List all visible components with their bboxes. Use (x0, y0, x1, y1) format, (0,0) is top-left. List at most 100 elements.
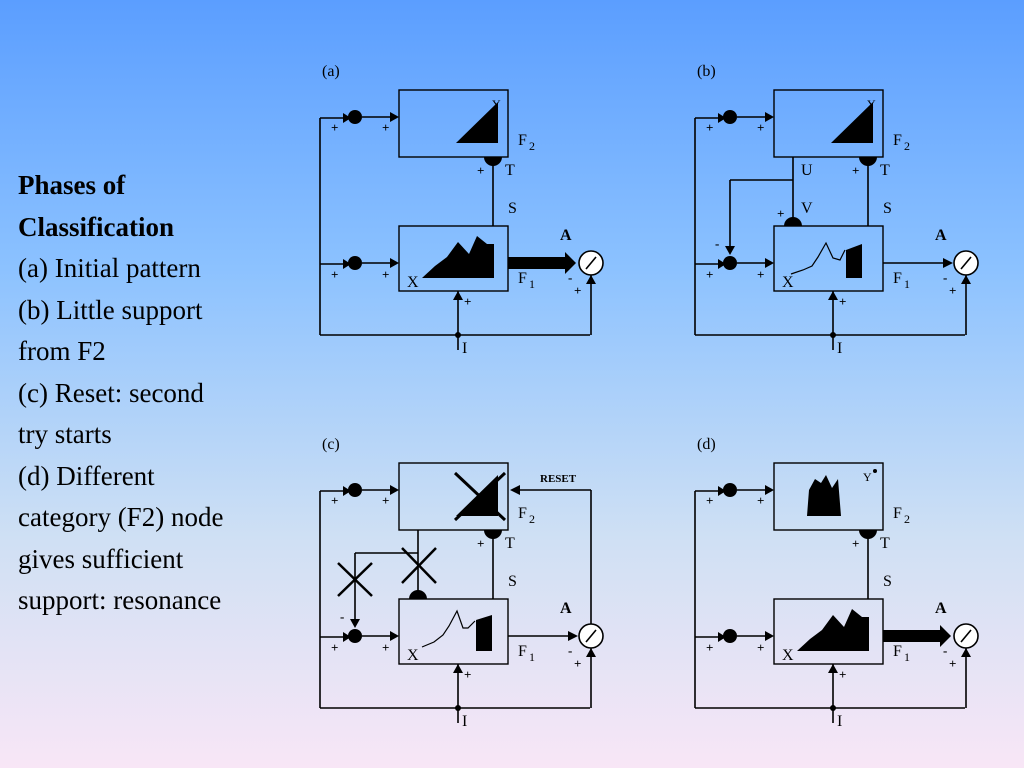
gain-node-top (723, 483, 737, 497)
caption-line-2: (b) Little support (18, 294, 203, 325)
sign: + (574, 656, 581, 671)
s-label: S (883, 200, 892, 217)
a-label: A (935, 227, 947, 244)
f2-subscript: 2 (529, 139, 535, 153)
x-label: X (407, 274, 419, 291)
f2-box (398, 462, 509, 531)
sign: + (777, 206, 784, 221)
t-label: T (505, 535, 515, 552)
sign: + (757, 267, 764, 282)
panel-b: (b) Y X F 2 F 1 T S U V A I + + + + + + … (694, 63, 979, 357)
f2-subscript: 2 (904, 139, 910, 153)
caption-line-7: category (F2) node (18, 502, 224, 532)
sign: + (382, 120, 389, 135)
caption-line-5: try starts (18, 419, 112, 449)
i-label: I (837, 340, 842, 357)
t-label: T (880, 162, 890, 179)
u-label: U (801, 162, 813, 179)
f2-label: F (893, 132, 902, 149)
panel-c-tag: (c) (322, 436, 340, 453)
s-label: S (508, 200, 517, 217)
t-label: T (880, 535, 890, 552)
sign: + (839, 294, 846, 309)
x-pattern-block (476, 615, 492, 651)
y-label: Y (492, 97, 501, 111)
t-node (484, 530, 502, 539)
f1-to-a-thick-arrow (508, 252, 576, 274)
sign: + (839, 667, 846, 682)
sign: + (757, 120, 764, 135)
t-node (859, 157, 877, 166)
f1-label: F (518, 270, 527, 287)
f2-box (773, 462, 884, 531)
sign: + (706, 493, 713, 508)
reset-label: RESET (540, 473, 577, 485)
x-label: X (407, 647, 419, 664)
x-pattern-block (846, 244, 862, 278)
x-label: X (782, 647, 794, 664)
a-label: A (935, 600, 947, 617)
gain-node-top (723, 110, 737, 124)
sign: - (943, 270, 947, 285)
caption-line-9: support: resonance (18, 585, 222, 615)
a-label: A (560, 227, 572, 244)
i-label: I (837, 713, 842, 730)
sign: + (464, 294, 471, 309)
caption-line-1: (a) Initial pattern (18, 253, 201, 283)
y-ramp-shape (456, 102, 498, 143)
a-label: A (560, 600, 572, 617)
s-label: S (883, 573, 892, 590)
v-node (409, 590, 427, 599)
y-star-pattern-shape (807, 475, 841, 516)
sign: + (331, 120, 338, 135)
sign: + (949, 283, 956, 298)
gain-node-top (348, 483, 362, 497)
sign: + (706, 120, 713, 135)
f2-label: F (518, 132, 527, 149)
f2-box (398, 89, 509, 158)
sign: + (382, 493, 389, 508)
sign: + (477, 163, 484, 178)
sign: - (340, 609, 344, 624)
caption-line-4: (c) Reset: second (18, 377, 204, 408)
panel-d: (d) Y X F 2 F 1 T S A I + + + + + + - + (694, 436, 979, 730)
sign: + (852, 536, 859, 551)
f2-label: F (518, 505, 527, 522)
gain-node-bottom (723, 629, 737, 643)
caption-title-line-1: Phases of (18, 170, 126, 200)
f1-subscript: 1 (529, 277, 535, 291)
panel-a: (a) Y X F 2 F 1 T S A I + + + + + + - + (319, 63, 604, 357)
x-label: X (782, 274, 794, 291)
sign: + (331, 493, 338, 508)
sign: + (852, 163, 859, 178)
f1-subscript: 1 (529, 650, 535, 664)
f1-to-a-thick-arrow (883, 625, 951, 647)
sign: - (715, 236, 719, 251)
y-ramp-shape (831, 102, 873, 143)
panel-a-tag: (a) (322, 63, 340, 80)
x-pattern-shape (422, 236, 494, 278)
f1-box (398, 598, 509, 665)
sign: + (382, 640, 389, 655)
x-pattern-line (790, 241, 846, 275)
t-label: T (505, 162, 515, 179)
sign: + (706, 267, 713, 282)
sign: + (331, 640, 338, 655)
y-label: Y (867, 97, 876, 111)
t-node (484, 157, 502, 166)
caption: Phases of Classification (a) Initial pat… (18, 165, 298, 622)
gain-node-bottom (348, 256, 362, 270)
sign: - (568, 270, 572, 285)
sign: - (568, 643, 572, 658)
t-node (859, 530, 877, 539)
panel-d-tag: (d) (697, 436, 716, 453)
f2-subscript: 2 (529, 512, 535, 526)
i-label: I (462, 340, 467, 357)
sign: + (464, 667, 471, 682)
sign: + (757, 493, 764, 508)
caption-line-8: gives sufficient (18, 543, 184, 574)
sign: + (331, 267, 338, 282)
s-label: S (508, 573, 517, 590)
sign: + (949, 656, 956, 671)
sign: + (477, 536, 484, 551)
